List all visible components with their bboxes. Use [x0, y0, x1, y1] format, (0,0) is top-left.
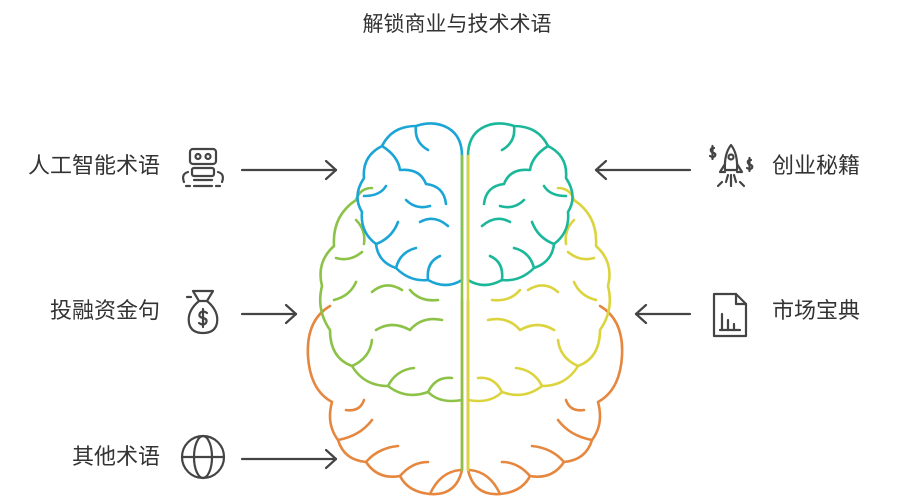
arrow-ai-to-brain [240, 159, 338, 181]
globe-icon [180, 434, 226, 480]
brain-top-left-lobe [356, 122, 464, 287]
arrow-startup-to-brain [594, 159, 692, 181]
diagram-title: 解锁商业与技术术语 [362, 12, 552, 36]
chart-document-icon [712, 292, 748, 338]
arrow-investment-to-brain [240, 303, 298, 325]
brain-illustration [306, 122, 624, 496]
label-market-guide: 市场宝典 [772, 299, 861, 324]
label-startup-secrets: 创业秘籍 [772, 154, 861, 179]
rocket-icon [708, 143, 754, 188]
brain-top-right-lobe [466, 122, 574, 287]
arrow-market-to-brain [634, 303, 692, 325]
money-bag-icon [185, 289, 219, 335]
brain-bottom-lobe [306, 298, 624, 496]
label-investment-phrases: 投融资金句 [49, 299, 160, 324]
robot-icon [182, 147, 224, 188]
arrow-other-to-brain [240, 448, 338, 470]
label-other-terms: 其他术语 [71, 445, 160, 470]
brain-middle-right-lobe [466, 186, 612, 403]
label-ai-terms: 人工智能术语 [27, 154, 160, 179]
brain-middle-left-lobe [318, 186, 464, 403]
